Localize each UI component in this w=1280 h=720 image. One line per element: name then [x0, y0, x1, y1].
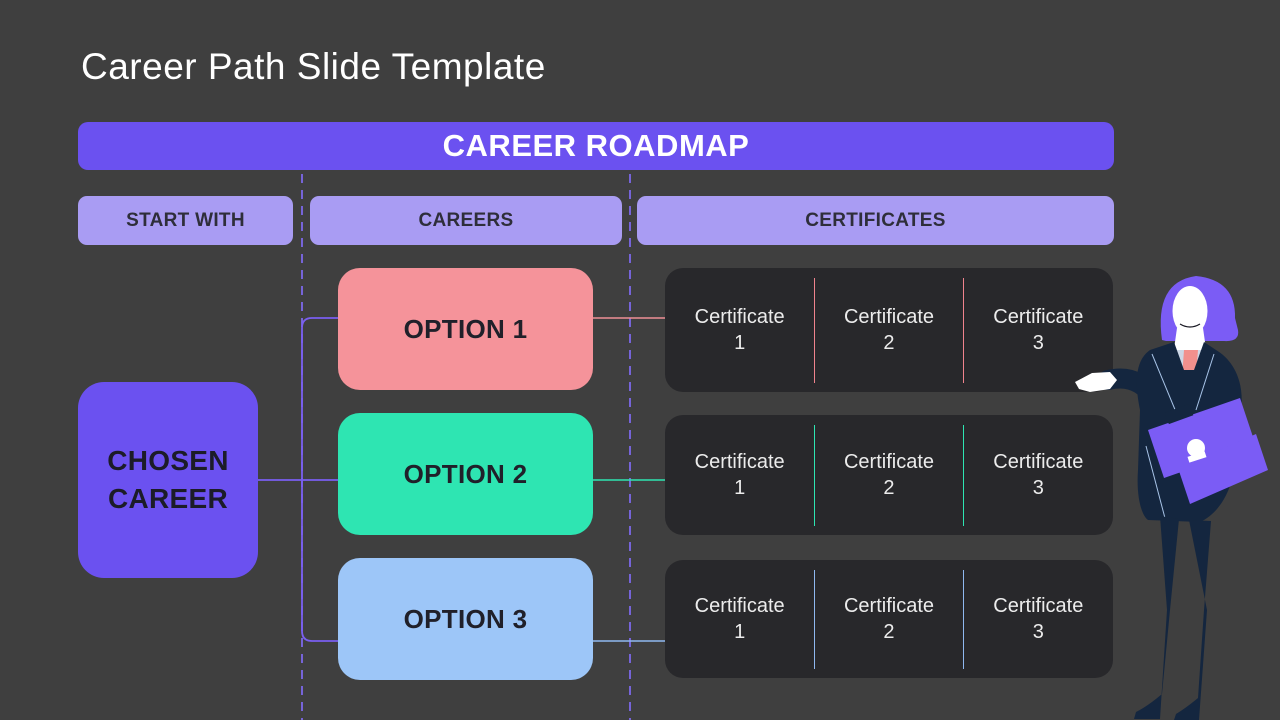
certificate-cell: Certificate 3 [962, 415, 1113, 535]
column-header-label: CAREERS [418, 209, 514, 231]
businesswoman-illustration [1075, 276, 1268, 720]
option-1-node: OPTION 1 [338, 268, 593, 390]
certificate-number: 2 [883, 477, 895, 499]
certificate-number: 2 [883, 332, 895, 354]
career-roadmap-banner: CAREER ROADMAP [78, 122, 1114, 170]
option-3-label: OPTION 3 [403, 603, 528, 634]
chosen-career-line2: CAREER [107, 483, 229, 514]
page-title: Career Path Slide Template [81, 46, 546, 87]
jacket-accent-lines [1145, 353, 1215, 523]
connector-chosen-to-options [258, 317, 338, 642]
career-roadmap-banner-label: CAREER ROADMAP [442, 128, 750, 163]
certificate-title: Certificate [843, 306, 934, 328]
folder-bottom [1178, 434, 1268, 504]
certificates-row-3: Certificate 1 Certificate 2 Certificate … [665, 560, 1113, 678]
chosen-career-line1: CHOSEN [107, 445, 229, 476]
watch-band [1187, 451, 1207, 463]
certificate-title: Certificate [843, 451, 934, 473]
certificate-number: 3 [1032, 621, 1044, 643]
certificate-number: 2 [883, 621, 895, 643]
folder-clip [1164, 403, 1194, 425]
certificate-cell: Certificate 1 [665, 268, 814, 392]
option-2-label: OPTION 2 [403, 458, 528, 489]
certificate-title: Certificate [993, 595, 1084, 617]
leg-left [1134, 516, 1179, 719]
pointing-hand [1075, 372, 1117, 392]
certificate-cell: Certificate 2 [813, 268, 963, 392]
certificate-title: Certificate [993, 306, 1084, 328]
certificate-cell: Certificate 1 [665, 415, 814, 535]
certificate-cell: Certificate 3 [962, 268, 1113, 392]
option-2-node: OPTION 2 [338, 413, 593, 535]
column-header-start-with: START WITH [78, 196, 293, 245]
folder-top [1148, 398, 1256, 478]
chosen-career-node: CHOSEN CAREER [78, 382, 258, 578]
face-shape [1172, 286, 1208, 336]
certificate-number: 3 [1032, 332, 1044, 354]
chin-line [1179, 323, 1201, 328]
certificate-number: 1 [734, 477, 746, 499]
certificate-number: 3 [1032, 477, 1044, 499]
certificate-cell: Certificate 2 [813, 560, 963, 678]
certificate-number: 1 [734, 332, 746, 354]
certificate-title: Certificate [993, 451, 1084, 473]
certificate-cell: Certificate 1 [665, 560, 814, 678]
certificate-title: Certificate [694, 306, 785, 328]
certificate-cell: Certificate 3 [962, 560, 1113, 678]
certificate-cell: Certificate 2 [813, 415, 963, 535]
option-1-label: OPTION 1 [403, 313, 528, 344]
leg-right [1174, 520, 1211, 720]
certificate-title: Certificate [843, 595, 934, 617]
column-header-certificates: CERTIFICATES [637, 196, 1114, 245]
certificates-row-2: Certificate 1 Certificate 2 Certificate … [665, 415, 1113, 535]
certificate-title: Certificate [694, 595, 785, 617]
option-3-node: OPTION 3 [338, 558, 593, 680]
column-header-careers: CAREERS [310, 196, 622, 245]
certificates-row-1: Certificate 1 Certificate 2 Certificate … [665, 268, 1113, 392]
column-header-label: START WITH [126, 209, 245, 231]
holding-hand [1187, 439, 1205, 457]
neck-shape [1173, 328, 1207, 356]
column-header-label: CERTIFICATES [805, 209, 946, 231]
certificate-title: Certificate [694, 451, 785, 473]
hair-flip [1200, 282, 1236, 338]
certificate-number: 1 [734, 621, 746, 643]
